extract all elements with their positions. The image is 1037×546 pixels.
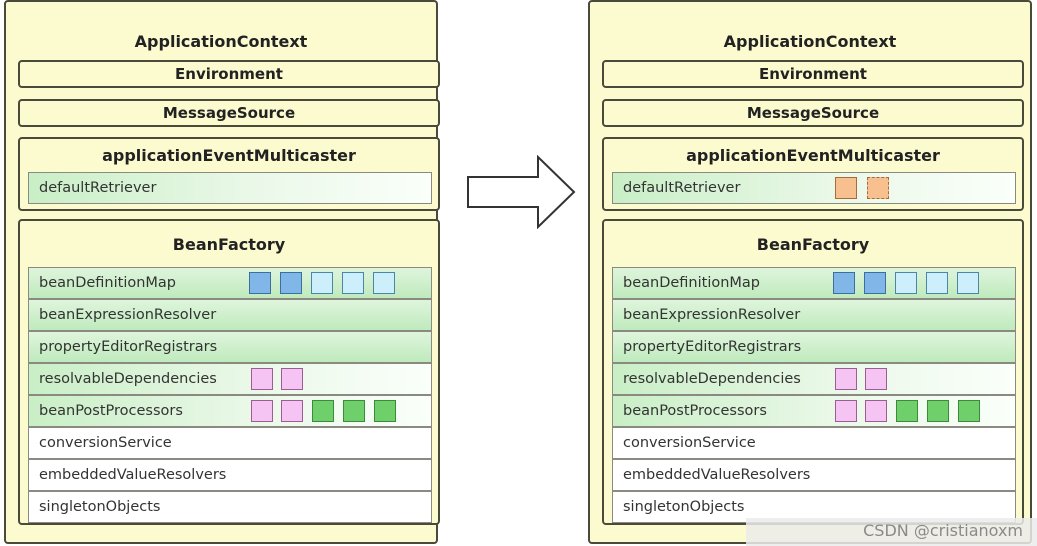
row-label: singletonObjects [39, 499, 161, 515]
application-context-panel-before: ApplicationContext Environment MessageSo… [4, 0, 440, 544]
environment-box: Environment [602, 60, 1024, 88]
property-editor-registrars-row: propertyEditorRegistrars [28, 331, 432, 363]
bean-factory-title: BeanFactory [172, 235, 286, 254]
row-label: conversionService [623, 435, 756, 451]
bean-definition-square [895, 272, 917, 294]
default-retriever-row: defaultRetriever [612, 172, 1016, 204]
row-label: beanPostProcessors [39, 403, 183, 419]
row-label: beanPostProcessors [623, 403, 767, 419]
post-processor-square [835, 400, 857, 422]
resolvable-dependencies-row: resolvableDependencies [612, 363, 1016, 395]
embedded-value-resolvers-row: embeddedValueResolvers [28, 459, 432, 491]
application-event-multicaster-box: applicationEventMulticaster defaultRetri… [602, 137, 1024, 211]
listener-square-dashed [867, 177, 889, 199]
dependency-square [835, 368, 857, 390]
bean-definition-square [957, 272, 979, 294]
row-label: embeddedValueResolvers [623, 467, 811, 483]
conversion-service-row: conversionService [612, 427, 1016, 459]
conversion-service-row: conversionService [28, 427, 432, 459]
post-processor-square [958, 400, 980, 422]
bean-expression-resolver-row: beanExpressionResolver [28, 299, 432, 331]
singleton-objects-row: singletonObjects [28, 491, 432, 523]
application-event-multicaster-box: applicationEventMulticaster defaultRetri… [18, 137, 440, 211]
bean-definition-square [280, 272, 302, 294]
row-label: resolvableDependencies [39, 371, 217, 387]
bean-factory-box: BeanFactory beanDefinitionMap beanExpres… [18, 219, 440, 525]
multicaster-title: applicationEventMulticaster [102, 146, 356, 165]
environment-box: Environment [18, 60, 440, 88]
bean-definition-map-row: beanDefinitionMap [28, 267, 432, 299]
listener-square [835, 177, 857, 199]
default-retriever-label: defaultRetriever [623, 180, 741, 196]
dependency-square [865, 368, 887, 390]
post-processor-square [865, 400, 887, 422]
row-label: embeddedValueResolvers [39, 467, 227, 483]
dependency-square [251, 368, 273, 390]
application-context-title: ApplicationContext [723, 32, 897, 51]
application-context-title: ApplicationContext [134, 32, 308, 51]
embedded-value-resolvers-row: embeddedValueResolvers [612, 459, 1016, 491]
property-editor-registrars-row: propertyEditorRegistrars [612, 331, 1016, 363]
row-label: propertyEditorRegistrars [39, 339, 218, 355]
bean-definition-square [864, 272, 886, 294]
row-label: propertyEditorRegistrars [623, 339, 802, 355]
bean-definition-square [833, 272, 855, 294]
row-label: conversionService [39, 435, 172, 451]
row-label: beanExpressionResolver [623, 307, 801, 323]
post-processor-square [896, 400, 918, 422]
post-processor-square [312, 400, 334, 422]
row-label: beanExpressionResolver [39, 307, 217, 323]
message-source-box: MessageSource [602, 99, 1024, 127]
post-processor-square [927, 400, 949, 422]
dependency-square [281, 368, 303, 390]
resolvable-dependencies-row: resolvableDependencies [28, 363, 432, 395]
singleton-objects-row: singletonObjects [612, 491, 1016, 523]
bean-expression-resolver-row: beanExpressionResolver [612, 299, 1016, 331]
bean-factory-title: BeanFactory [756, 235, 870, 254]
bean-definition-square [311, 272, 333, 294]
post-processor-square [281, 400, 303, 422]
row-label: beanDefinitionMap [623, 275, 761, 291]
bean-definition-square [249, 272, 271, 294]
bean-post-processors-row: beanPostProcessors [612, 395, 1016, 427]
bean-definition-map-row: beanDefinitionMap [612, 267, 1016, 299]
default-retriever-row: defaultRetriever [28, 172, 432, 204]
row-label: beanDefinitionMap [39, 275, 177, 291]
bean-factory-box: BeanFactory beanDefinitionMap beanExpres… [602, 219, 1024, 525]
bean-definition-square [342, 272, 364, 294]
default-retriever-label: defaultRetriever [39, 180, 157, 196]
post-processor-square [251, 400, 273, 422]
bean-definition-square [373, 272, 395, 294]
row-label: resolvableDependencies [623, 371, 801, 387]
watermark: CSDN @cristianoxm [746, 518, 1037, 546]
application-context-panel-after: ApplicationContext Environment MessageSo… [588, 0, 1032, 544]
bean-post-processors-row: beanPostProcessors [28, 395, 432, 427]
message-source-box: MessageSource [18, 99, 440, 127]
bean-definition-square [926, 272, 948, 294]
post-processor-square [374, 400, 396, 422]
row-label: singletonObjects [623, 499, 745, 515]
transition-arrow-icon [467, 155, 576, 229]
post-processor-square [343, 400, 365, 422]
multicaster-title: applicationEventMulticaster [686, 146, 940, 165]
